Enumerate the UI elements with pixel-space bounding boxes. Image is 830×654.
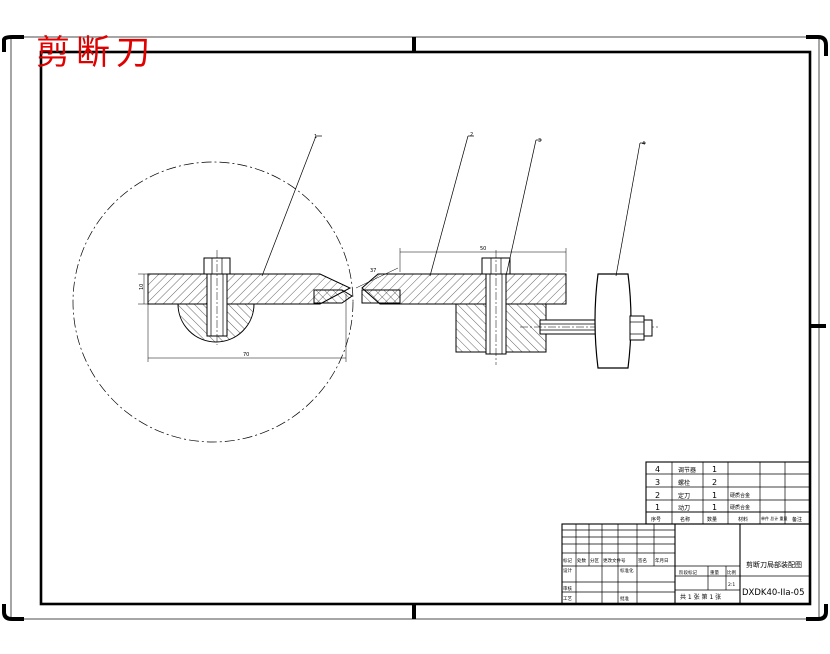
svg-text:2: 2 [655, 491, 660, 500]
leader-lines [261, 135, 646, 277]
svg-text:共 1 张 第 1 张: 共 1 张 第 1 张 [680, 593, 721, 601]
svg-text:1: 1 [655, 503, 660, 512]
svg-text:处数: 处数 [577, 557, 586, 564]
svg-text:更改文件号: 更改文件号 [603, 557, 626, 564]
svg-text:批准: 批准 [620, 595, 629, 602]
title-block [561, 523, 811, 605]
svg-text:备注: 备注 [792, 516, 802, 523]
svg-text:动刀: 动刀 [678, 505, 690, 512]
title-block-text: 标记 处数 分区 更改文件号 签名 年月日 设计 标准化 审核 工艺 批准 阶段… [563, 557, 804, 602]
svg-text:年月日: 年月日 [655, 557, 669, 564]
leader-label-4: 4 [642, 141, 645, 147]
leader-label-1: 1 [314, 134, 317, 140]
svg-text:阶段标记: 阶段标记 [679, 569, 697, 576]
dimension-lines [138, 248, 567, 362]
dim-37: 37 [370, 268, 376, 274]
svg-text:1: 1 [712, 491, 717, 500]
svg-text:3: 3 [655, 478, 660, 487]
svg-text:分区: 分区 [590, 557, 599, 564]
blade-insert [313, 289, 353, 304]
parts-list-text: 4 调节器 1 3 螺栓 2 2 定刀 1 硬质合金 1 动刀 1 硬质合金 序… [651, 465, 802, 523]
dim-50: 50 [480, 246, 486, 252]
svg-text:2: 2 [712, 478, 717, 487]
svg-text:序号: 序号 [651, 516, 661, 523]
svg-text:DXDK40-IIa-05: DXDK40-IIa-05 [742, 588, 804, 598]
svg-text:硬质合金: 硬质合金 [730, 504, 750, 511]
svg-text:标记: 标记 [563, 557, 572, 564]
svg-text:螺栓: 螺栓 [678, 479, 690, 487]
svg-text:名称: 名称 [680, 516, 690, 523]
fixed-blade [361, 250, 660, 365]
dim-70: 70 [243, 352, 249, 358]
svg-text:调节器: 调节器 [678, 466, 696, 474]
detail-circle [72, 161, 354, 443]
svg-text:签名: 签名 [638, 557, 647, 564]
corner-marks [2, 35, 828, 621]
moving-blade [147, 250, 352, 345]
svg-text:工艺: 工艺 [563, 596, 572, 602]
drawing-title: 剪断刀 [36, 33, 156, 73]
svg-text:比例: 比例 [727, 569, 736, 576]
svg-text:设计: 设计 [563, 567, 572, 574]
svg-text:硬质合金: 硬质合金 [730, 492, 750, 499]
leader-label-2: 2 [470, 132, 473, 138]
svg-text:2:1: 2:1 [728, 582, 735, 588]
parts-list [645, 461, 811, 525]
svg-text:材料: 材料 [738, 516, 748, 523]
svg-text:1: 1 [712, 465, 717, 474]
svg-text:单件 总计 重量: 单件 总计 重量 [761, 515, 788, 521]
sheet-border [10, 36, 820, 620]
svg-text:数量: 数量 [707, 516, 717, 523]
svg-text:审核: 审核 [563, 585, 572, 592]
adjuster [594, 273, 653, 369]
svg-text:4: 4 [655, 465, 660, 474]
svg-text:定刀: 定刀 [678, 492, 690, 500]
svg-text:剪断刀局部装配图: 剪断刀局部装配图 [746, 560, 802, 569]
svg-text:标准化: 标准化 [620, 567, 634, 574]
drawing-frame [39, 50, 812, 606]
leader-label-3: 3 [538, 138, 541, 144]
svg-text:重量: 重量 [710, 569, 719, 576]
dim-10: 10 [139, 284, 145, 290]
svg-text:1: 1 [712, 503, 717, 512]
